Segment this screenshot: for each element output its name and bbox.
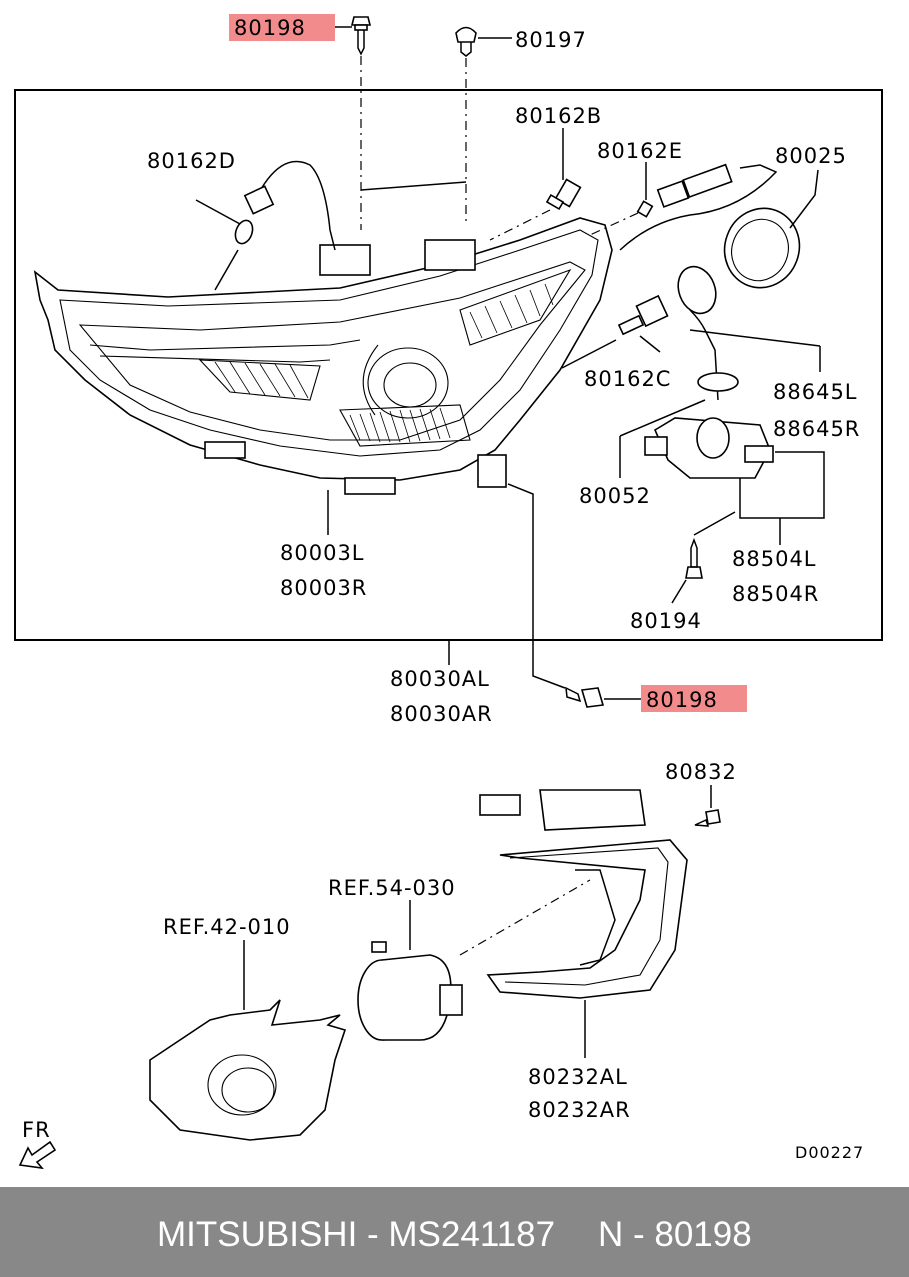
label-bezel-l: 80232AL	[528, 1065, 628, 1089]
bumper-icon	[149, 940, 347, 1141]
label-screw-bottom: 80198	[646, 688, 718, 712]
label-lamp-r: 80003R	[280, 576, 367, 600]
label-bulb-c: 80162C	[584, 367, 671, 391]
label-bulb-e: 80162E	[597, 139, 683, 163]
label-screw-small: 80194	[630, 609, 702, 633]
footer-brand-part: MITSUBISHI - MS241187	[157, 1215, 556, 1254]
bulb-c-icon	[561, 294, 669, 369]
label-ref-bumper: REF.42-010	[163, 915, 291, 939]
bulb-d-icon	[195, 199, 254, 291]
label-bracket-l: 88504L	[732, 547, 817, 571]
label-assembly-l: 80030AL	[390, 667, 490, 691]
bulb-e-icon	[589, 162, 654, 236]
bulb-b-icon	[489, 128, 582, 241]
fog-screw-icon	[694, 785, 721, 827]
label-screw-top: 80198	[234, 16, 306, 40]
label-bulb-d: 80162D	[147, 149, 236, 173]
label-bracket-r: 88504R	[732, 582, 819, 606]
parts-diagram: 80198 80197 80162B 80162D 80162E 80025 8…	[14, 14, 883, 1170]
socket-icon	[619, 163, 778, 251]
clip-icon	[360, 26, 512, 225]
label-cap: 80025	[775, 144, 847, 168]
highlight-top	[229, 14, 335, 41]
ballast-icon	[619, 265, 825, 545]
label-ballast-l: 88645L	[773, 380, 858, 404]
cap-icon	[723, 169, 819, 289]
footer-reference: N - 80198	[598, 1215, 752, 1254]
label-ballast-r: 88645R	[773, 417, 860, 441]
label-ref-fog: REF.54-030	[328, 876, 456, 900]
label-drawing-code: D00227	[795, 1143, 864, 1162]
highlight-bottom	[641, 685, 747, 712]
fog-lamp	[357, 879, 591, 1041]
label-lamp-l: 80003L	[280, 541, 365, 565]
label-front: FR	[22, 1118, 51, 1142]
label-assembly-r: 80030AR	[390, 702, 493, 726]
headlamp-assembly	[33, 160, 613, 495]
label-bulb-b: 80162B	[515, 104, 602, 128]
label-bezel-r: 80232AR	[528, 1098, 631, 1122]
front-arrow-icon	[18, 1140, 57, 1170]
label-clip-top: 80197	[515, 28, 587, 52]
label-screw-fog: 80832	[665, 760, 737, 784]
screw-icon-top	[335, 16, 372, 230]
label-gasket: 80052	[579, 484, 651, 508]
fog-bezel	[479, 789, 688, 1058]
screw-icon-bottom	[507, 483, 641, 708]
footer-bar: MITSUBISHI - MS241187 N - 80198	[0, 1187, 909, 1277]
screw-small-icon	[671, 511, 736, 604]
